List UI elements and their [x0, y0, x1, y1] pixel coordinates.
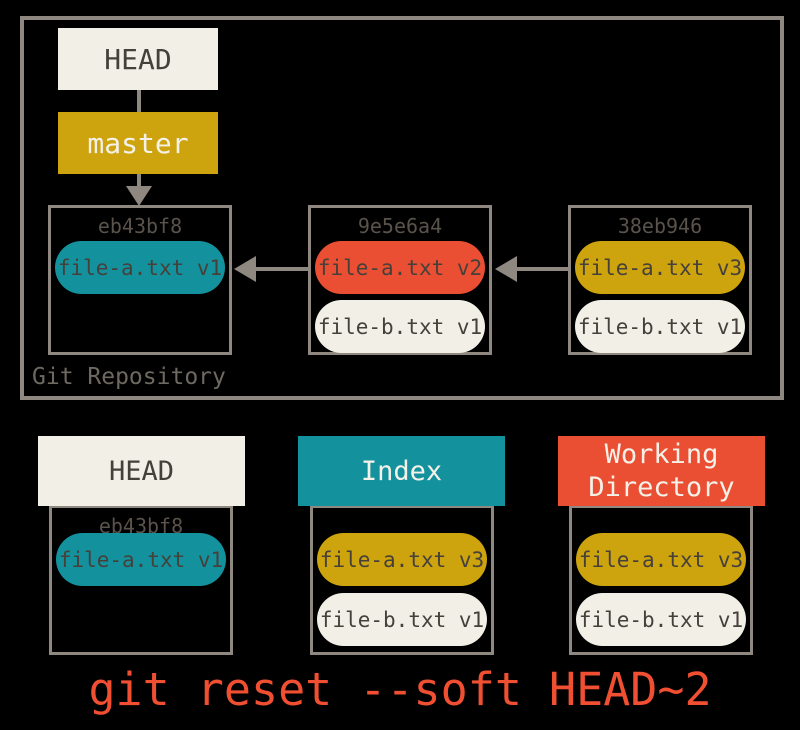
- working-directory-area-header: Working Directory: [558, 436, 765, 506]
- caption-command: git reset --soft HEAD~2: [88, 663, 712, 716]
- git-repository-label: Git Repository: [32, 364, 226, 390]
- commit-hash: 9e5e6a4: [357, 214, 443, 238]
- head-area-header: HEAD: [38, 436, 245, 506]
- file-pill: file-a.txt v1: [55, 241, 225, 294]
- commit-box-eb43bf8: eb43bf8 file-a.txt v1: [48, 205, 232, 355]
- arrow-down-icon: [126, 186, 152, 206]
- master-branch-box: master: [58, 112, 218, 174]
- file-pill: file-a.txt v1: [56, 533, 226, 586]
- commit-box-9e5e6a4: 9e5e6a4 file-a.txt v2 file-b.txt v1: [308, 205, 492, 355]
- commit-hash: 38eb946: [617, 214, 703, 238]
- git-repository-frame: [20, 16, 784, 400]
- master-to-commit-connector: [137, 174, 141, 187]
- file-pill: file-a.txt v3: [317, 533, 487, 586]
- file-pill: file-a.txt v3: [576, 533, 746, 586]
- index-area-box: file-a.txt v3 file-b.txt v1: [310, 505, 494, 655]
- index-area-header: Index: [298, 436, 505, 506]
- working-directory-area-box: file-a.txt v3 file-b.txt v1: [569, 505, 753, 655]
- commit2-to-commit1-line: [255, 267, 308, 271]
- commit-box-38eb946: 38eb946 file-a.txt v3 file-b.txt v1: [568, 205, 752, 355]
- commit-hash: eb43bf8: [97, 214, 183, 238]
- arrow-left-icon: [495, 256, 517, 282]
- file-pill: file-a.txt v3: [575, 241, 745, 294]
- head-ref-box: HEAD: [58, 28, 218, 90]
- head-area-box: eb43bf8 file-a.txt v1: [49, 505, 233, 655]
- arrow-left-icon: [234, 256, 256, 282]
- file-pill: file-b.txt v1: [576, 593, 746, 646]
- commit3-to-commit2-line: [516, 267, 568, 271]
- head-to-master-connector: [137, 90, 141, 112]
- file-pill: file-a.txt v2: [315, 241, 485, 294]
- file-pill: file-b.txt v1: [317, 593, 487, 646]
- file-pill: file-b.txt v1: [575, 300, 745, 353]
- file-pill: file-b.txt v1: [315, 300, 485, 353]
